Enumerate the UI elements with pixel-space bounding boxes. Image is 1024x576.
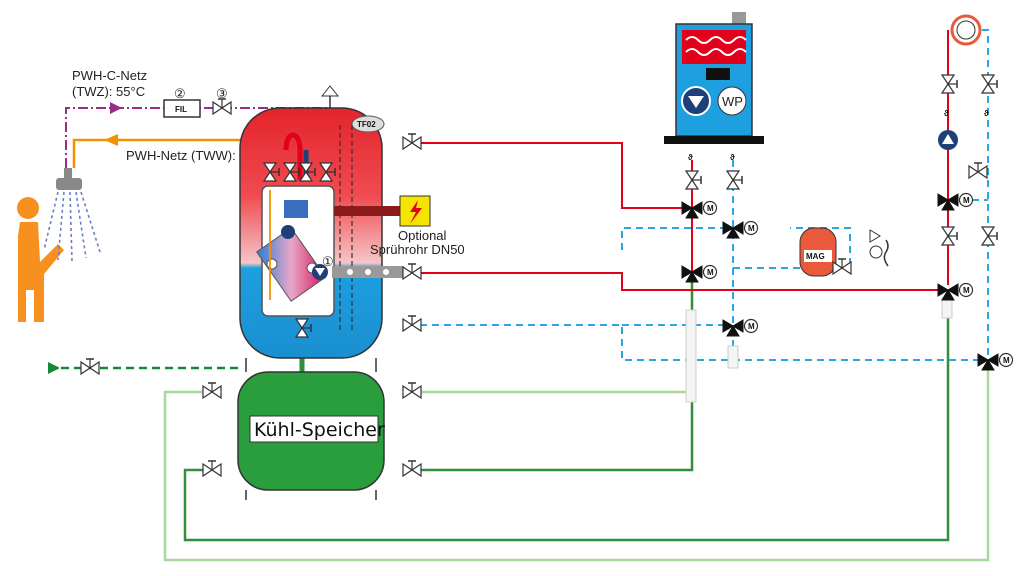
svg-text:M: M (707, 268, 714, 277)
svg-text:ϑ: ϑ (944, 109, 949, 118)
green-pipe-right (415, 282, 694, 472)
tf02-sensor: TF02 (351, 115, 385, 133)
hp-valve-right-icon (726, 170, 743, 190)
filter-box: FIL (163, 99, 201, 118)
cooling-valve-tr-icon (402, 382, 422, 399)
cooling-valve-br-icon (402, 460, 422, 477)
tank-valve-mid-icon (402, 263, 422, 280)
svg-text:ϑ: ϑ (984, 109, 989, 118)
radiator-circuit-icon (950, 14, 982, 46)
right-check-valve-icon (968, 162, 988, 179)
circulation-pump-icon (938, 130, 958, 150)
pwh-c-netz-label: PWH-C-Netz (72, 68, 147, 83)
pwh-c-netz-temp-label: (TWZ): 55°C (72, 84, 145, 99)
heat-pump-unit: WP (664, 12, 764, 144)
red-pipe-mid (420, 272, 940, 291)
inlet-valve-icon (80, 358, 100, 375)
red-pipe-top (420, 142, 692, 209)
hp-valve-left-icon (685, 170, 702, 190)
cooling-valve-bl-icon (202, 460, 222, 477)
check-valve-icon (212, 98, 232, 115)
marker-2: ② (174, 86, 186, 101)
immersion-heater (334, 206, 402, 216)
right-valve-3-icon (941, 226, 958, 246)
cooling-storage-tank: Kühl-Speicher (237, 358, 385, 500)
marker-1: ① (322, 254, 334, 269)
blue-dashed-left (420, 324, 988, 361)
expansion-vessel: MAG (799, 227, 837, 277)
fresh-water-module (256, 185, 335, 317)
svg-text:M: M (707, 204, 714, 213)
sensor-icon: ϑ (730, 153, 735, 162)
flow-arrow-icon (48, 362, 60, 374)
svg-text:M: M (963, 286, 970, 295)
shower-icon (43, 168, 101, 263)
blue-dashed-loop (621, 160, 734, 360)
spray-pipe-label: Sprührohr DN50 (370, 242, 465, 257)
safety-valve-icon (869, 229, 889, 267)
optional-label: Optional (398, 228, 447, 243)
pwh-netz-label: PWH-Netz (TWW): 60°C (126, 148, 268, 163)
svg-text:M: M (748, 322, 755, 331)
right-valve-4-icon (981, 226, 998, 246)
electric-heater-icon (399, 195, 431, 227)
wp-label: WP (722, 94, 743, 109)
pump-icon (312, 264, 328, 280)
marker-3: ③ (216, 86, 228, 101)
person-icon (17, 197, 64, 322)
tank-valve-low-icon (402, 315, 422, 332)
right-valve-1-icon (941, 74, 958, 94)
green-pipe (183, 298, 950, 542)
light-green-pipe (163, 366, 990, 562)
right-valve-2-icon (981, 74, 998, 94)
cooling-valve-tl-icon (202, 382, 222, 399)
svg-text:MAG: MAG (806, 252, 825, 261)
svg-text:M: M (963, 196, 970, 205)
vent-arrow-icon (320, 85, 340, 108)
svg-text:TF02: TF02 (357, 120, 376, 129)
svg-text:M: M (748, 224, 755, 233)
cooling-storage-label: Kühl-Speicher (254, 419, 385, 441)
svg-text:M: M (1003, 356, 1010, 365)
svg-text:FIL: FIL (175, 105, 187, 114)
tank-valve-top-icon (402, 133, 422, 150)
sensor-icon: ϑ (688, 153, 693, 162)
